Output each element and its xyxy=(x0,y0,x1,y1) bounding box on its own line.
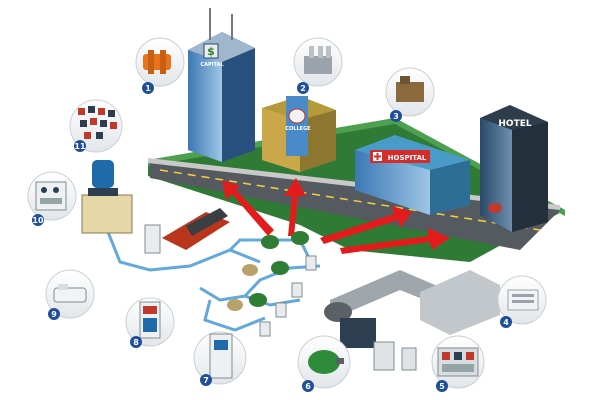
arrow-to-college xyxy=(284,178,306,236)
pump-room xyxy=(81,160,500,371)
arrow-to-hospital xyxy=(320,206,412,244)
callout-number: 7 xyxy=(203,376,209,385)
hotel-sign-text: HOTEL xyxy=(498,119,531,129)
bank-sign-text: CAPITAL xyxy=(200,62,224,68)
callout-7[interactable]: 7 xyxy=(193,331,247,386)
callout-number: 2 xyxy=(300,84,306,93)
hotel-tower: HOTEL xyxy=(480,105,548,232)
pump-cluster xyxy=(227,231,317,337)
road xyxy=(150,162,560,250)
green-motor-icon xyxy=(308,350,344,374)
callout-10[interactable]: 10 xyxy=(27,171,77,226)
fan-assembly-icon xyxy=(143,50,171,74)
arrow-to-hotel xyxy=(340,228,450,254)
server-rack-icon xyxy=(507,289,539,311)
bank-symbol-text: $ xyxy=(207,45,215,58)
callout-1[interactable]: 1 xyxy=(135,37,185,94)
switchboard-icon xyxy=(35,181,67,211)
contactors-icon xyxy=(78,106,117,139)
cabinet-unit-icon xyxy=(396,76,424,102)
callout-number: 8 xyxy=(133,338,139,347)
callout-number: 5 xyxy=(439,382,445,391)
callout-3[interactable]: 3 xyxy=(385,67,435,122)
transformer-icon xyxy=(304,46,332,74)
callout-6[interactable]: 6 xyxy=(297,335,351,392)
callout-number: 6 xyxy=(305,382,311,391)
callout-4[interactable]: 4 xyxy=(497,275,547,328)
callout-2[interactable]: 2 xyxy=(293,37,343,94)
hospital-building: HOSPITAL xyxy=(355,135,470,215)
pipe-network xyxy=(106,231,321,332)
callout-11[interactable]: 11 xyxy=(69,99,123,153)
hospital-sign-text: HOSPITAL xyxy=(388,154,427,162)
callout-number: 11 xyxy=(74,142,86,151)
bank-tower: $ CAPITAL xyxy=(188,8,255,162)
callout-number: 1 xyxy=(145,84,151,93)
soft-starter-icon xyxy=(53,284,87,303)
bank-dollar-sign xyxy=(203,43,219,59)
drive-cabinet-icon xyxy=(209,333,233,379)
control-panel-icon xyxy=(437,347,479,377)
callout-number: 4 xyxy=(503,318,509,327)
callout-5[interactable]: 5 xyxy=(431,335,485,392)
college-sign-text: COLLEGE xyxy=(285,126,311,132)
callout-number: 10 xyxy=(32,216,44,225)
college-building: COLLEGE xyxy=(262,96,336,172)
arrow-to-bank xyxy=(222,180,274,236)
callout-number: 9 xyxy=(51,310,57,319)
callout-number: 3 xyxy=(393,112,399,121)
flow-arrows xyxy=(222,178,450,254)
callout-8[interactable]: 8 xyxy=(125,297,175,348)
callout-9[interactable]: 9 xyxy=(45,269,95,320)
vfd-drive-icon xyxy=(139,301,161,339)
